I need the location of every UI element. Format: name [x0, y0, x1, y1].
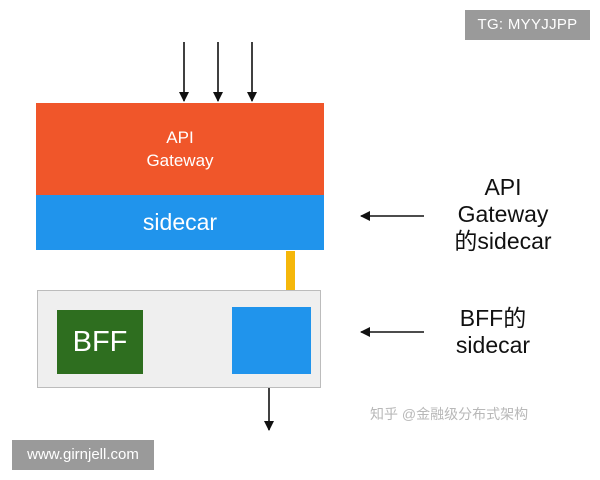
- sidecar-link-bar: [286, 251, 295, 309]
- gateway-sidecar-annotation-line3: 的sidecar: [454, 228, 552, 254]
- api-gateway-title-line2: Gateway: [146, 151, 214, 170]
- bff-sidecar-box: [232, 307, 311, 374]
- api-gateway-box: API Gateway: [36, 103, 324, 195]
- bff-sidecar-annotation-line1: BFF的: [459, 305, 527, 331]
- api-gateway-sidecar-box: sidecar: [36, 195, 324, 250]
- bff-box: BFF: [57, 310, 143, 374]
- api-gateway-sidecar-label: sidecar: [142, 209, 218, 235]
- gateway-sidecar-annotation-line2: Gateway: [457, 201, 549, 227]
- bff-label: BFF: [72, 325, 128, 358]
- tg-tag: TG: MYYJJPP: [465, 10, 590, 40]
- zhihu-watermark: 知乎 @金融级分布式架构: [370, 406, 529, 422]
- bff-sidecar-annotation-line2: sidecar: [455, 332, 531, 358]
- website-tag: www.girnjell.com: [12, 440, 154, 470]
- bff-sidecar-annotation: BFF的 sidecar: [418, 305, 568, 359]
- gateway-sidecar-annotation: API Gateway 的sidecar: [428, 174, 578, 255]
- gateway-sidecar-annotation-line1: API: [484, 174, 522, 200]
- api-gateway-title-line1: API: [166, 128, 194, 147]
